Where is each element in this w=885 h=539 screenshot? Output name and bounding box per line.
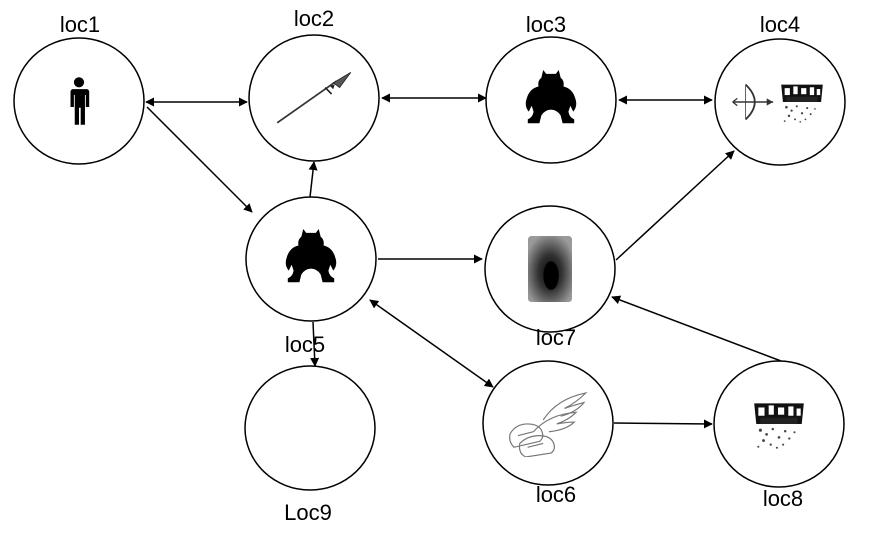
- node-label-loc9: Loc9: [284, 500, 332, 525]
- node-loc2: loc2: [248, 6, 380, 162]
- edge-loc7-loc4: [615, 150, 735, 261]
- node-label-loc4: loc4: [760, 12, 800, 37]
- edge-loc5-loc9: [310, 321, 320, 367]
- edge-loc5-loc2: [308, 161, 318, 198]
- node-circle-loc6: [482, 360, 614, 486]
- node-label-loc6: loc6: [536, 482, 576, 507]
- node-loc7: loc7: [484, 205, 616, 350]
- node-circle-loc4: [714, 38, 846, 166]
- node-loc1: loc1: [13, 12, 145, 165]
- node-label-loc3: loc3: [526, 12, 566, 37]
- node-label-loc5: loc5: [285, 332, 325, 357]
- node-label-loc7: loc7: [536, 325, 576, 350]
- node-label-loc8: loc8: [763, 486, 803, 511]
- node-loc3: loc3: [485, 12, 617, 164]
- edge-loc6-loc8: [613, 419, 713, 429]
- node-label-loc2: loc2: [294, 6, 334, 31]
- node-loc4: loc4: [714, 12, 846, 166]
- dark-hole-icon: [528, 236, 572, 302]
- node-loc5: loc5: [245, 196, 377, 357]
- node-loc9: Loc9: [244, 365, 376, 525]
- node-loc8: loc8: [713, 360, 845, 511]
- edge-loc5-loc6: [369, 299, 494, 388]
- edge-loc8-loc7: [611, 295, 782, 362]
- node-loc6: loc6: [482, 360, 614, 507]
- node-label-loc1: loc1: [60, 12, 100, 37]
- edge-loc1-loc5: [146, 106, 253, 213]
- node-circle-loc9: [244, 365, 376, 491]
